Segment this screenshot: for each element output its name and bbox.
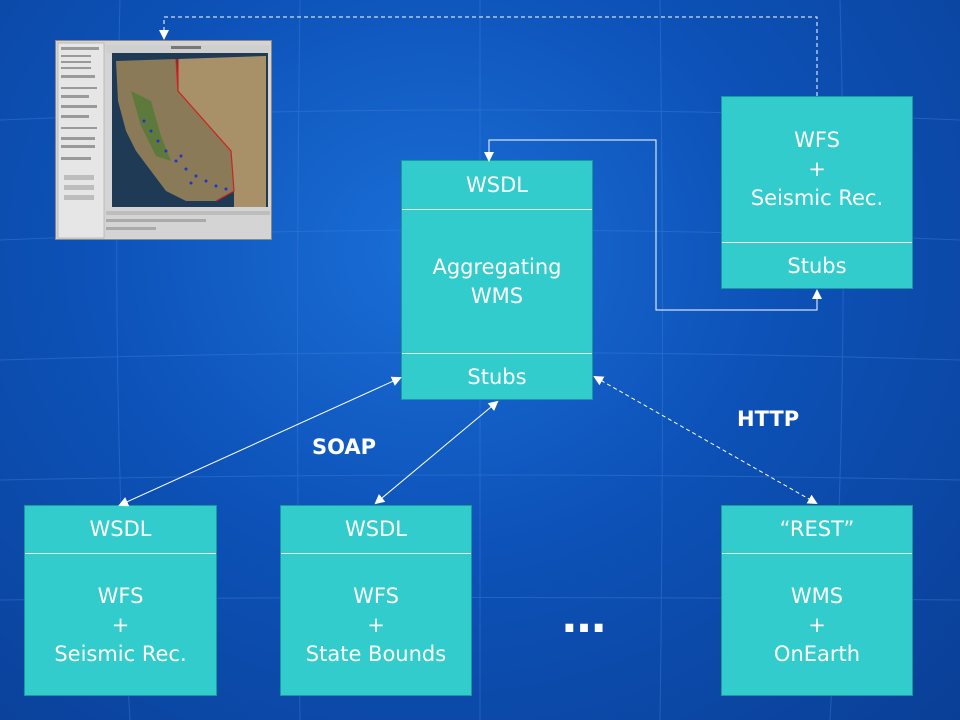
divider xyxy=(281,553,471,554)
wfs-seismic-wsdl-label: WSDL xyxy=(89,517,152,541)
remote-wfs-line-2: + xyxy=(808,157,826,181)
aggregator-wsdl-section: WSDL xyxy=(402,161,592,209)
divider xyxy=(402,353,592,354)
wms-rest-section: “REST” xyxy=(722,506,912,553)
remote-wfs-seismic-box: WFS + Seismic Rec. Stubs xyxy=(721,96,913,289)
wms-rest-label: “REST” xyxy=(779,517,855,541)
divider xyxy=(722,553,912,554)
wfs-seismic-box: WSDL WFS + Seismic Rec. xyxy=(24,505,217,696)
remote-wfs-line-1: WFS xyxy=(794,128,840,152)
aggregating-wms-box: WSDL Aggregating WMS Stubs xyxy=(401,160,593,400)
remote-wfs-section: WFS + Seismic Rec. xyxy=(722,97,912,242)
wms-onearth-box: “REST” WMS + OnEarth xyxy=(721,505,913,696)
wfs-seismic-wsdl-section: WSDL xyxy=(25,506,216,553)
map-screenshot-thumbnail xyxy=(55,40,272,240)
wfs-state-wsdl-section: WSDL xyxy=(281,506,471,553)
wfs-state-body-section: WFS + State Bounds xyxy=(281,554,471,697)
wfs-state-line-1: WFS xyxy=(353,584,399,608)
aggregator-wsdl-label: WSDL xyxy=(466,172,528,197)
wms-onearth-line-1: WMS xyxy=(790,584,844,608)
aggregator-stubs-section: Stubs xyxy=(402,354,592,401)
map-thumbnail-graphic xyxy=(56,41,271,239)
remote-stubs-section: Stubs xyxy=(722,243,912,290)
aggregator-stubs-label: Stubs xyxy=(467,365,527,389)
wfs-state-wsdl-label: WSDL xyxy=(345,517,407,541)
more-services-ellipsis: … xyxy=(562,592,610,643)
wfs-state-bounds-box: WSDL WFS + State Bounds xyxy=(280,505,472,696)
wms-onearth-body-section: WMS + OnEarth xyxy=(722,554,912,697)
remote-stubs-label: Stubs xyxy=(787,254,847,278)
divider xyxy=(25,553,216,554)
http-label: HTTP xyxy=(737,407,800,431)
wfs-seismic-line-2: + xyxy=(111,613,130,637)
wfs-state-line-2: + xyxy=(367,613,385,637)
wfs-seismic-line-3: Seismic Rec. xyxy=(54,642,187,666)
aggregator-wms-section: Aggregating WMS xyxy=(402,210,592,353)
wfs-state-line-3: State Bounds xyxy=(305,642,447,666)
aggregator-middle-line-1: Aggregating xyxy=(432,254,562,279)
wfs-seismic-line-1: WFS xyxy=(97,584,144,608)
wms-onearth-line-3: OnEarth xyxy=(773,642,861,666)
aggregator-middle-line-2: WMS xyxy=(470,283,524,308)
soap-label: SOAP xyxy=(312,435,377,459)
remote-wfs-line-3: Seismic Rec. xyxy=(750,186,884,210)
wms-onearth-line-2: + xyxy=(808,613,826,637)
wfs-seismic-body-section: WFS + Seismic Rec. xyxy=(25,554,216,697)
